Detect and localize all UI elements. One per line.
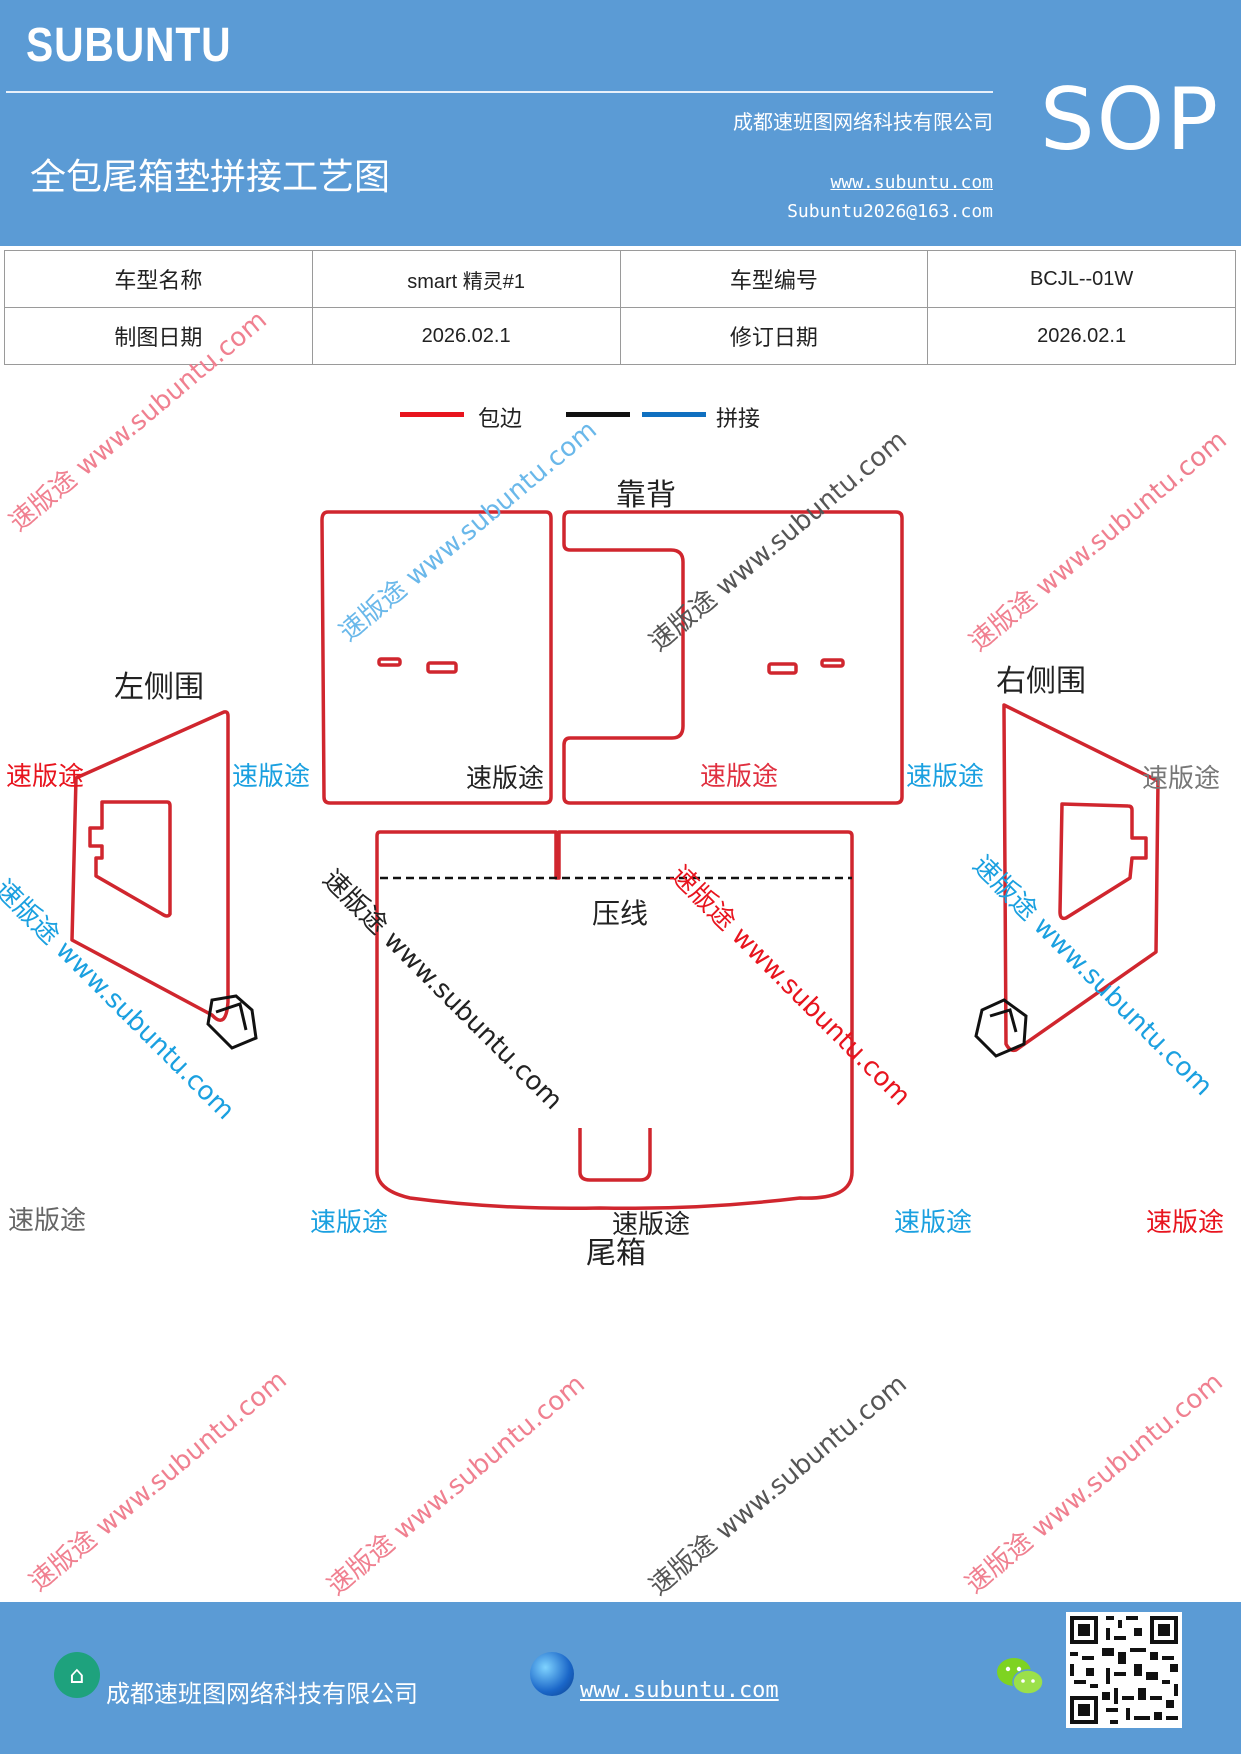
watermark-brand: 速版途 [310,1208,389,1238]
watermark-brand: 速版途 [466,764,545,794]
right-clip [974,998,1028,1058]
qr-code [1066,1612,1182,1728]
header-divider [6,91,993,93]
page-header: SUBUNTU SOP 全包尾箱垫拼接工艺图 成都速班图网络科技有限公司 www… [0,0,1241,246]
watermark-brand: 速版途 [232,762,311,792]
page-footer: ⌂ 成都速班图网络科技有限公司 www.subuntu.com [0,1602,1241,1754]
watermark-brand: 速版途 [894,1208,973,1238]
label-backrest: 靠背 [616,478,676,513]
legend: 包边 拼接 [400,403,800,439]
table-row: 车型名称 smart 精灵#1 车型编号 BCJL--01W [4,250,1236,308]
page-title: 全包尾箱垫拼接工艺图 [30,157,391,198]
watermark-brand: 速版途 [612,1210,691,1240]
footer-company: 成都速班图网络科技有限公司 [106,1680,418,1708]
watermark-brand: 速版途 [1142,764,1221,794]
left-clip [215,1002,248,1031]
revise-date-value: 2026.02.1 [927,307,1236,365]
watermark-brand: 速版途 [1146,1208,1225,1238]
legend-swatch-red [400,412,464,417]
doc-type: SOP [1040,70,1221,170]
label-left-side: 左侧围 [114,670,204,705]
legend-label-hemming: 包边 [478,407,523,432]
globe-icon [530,1652,574,1696]
home-icon: ⌂ [54,1652,100,1698]
legend-label-splice: 拼接 [716,407,761,432]
watermark-brand: 速版途 [700,762,779,792]
model-code-value: BCJL--01W [927,250,1236,308]
model-code-label: 车型编号 [619,250,929,308]
backrest-slot [767,662,798,675]
backrest-slot [377,657,402,667]
header-email: Subuntu2026@163.com [787,201,993,222]
draw-date-label: 制图日期 [4,307,313,365]
header-website-link[interactable]: www.subuntu.com [830,172,993,193]
left-side-cutout [88,800,172,918]
draw-date-value: 2026.02.1 [311,307,621,365]
watermark-brand: 速版途 [8,1206,87,1236]
table-row: 制图日期 2026.02.1 修订日期 2026.02.1 [4,307,1236,365]
wechat-icon [997,1658,1044,1695]
revise-date-label: 修订日期 [619,307,929,365]
legend-swatch-black [566,412,630,417]
model-name-value: smart 精灵#1 [311,250,621,308]
left-clip [206,994,258,1050]
backrest-right-panel [562,510,904,805]
legend-swatch-blue [642,412,706,417]
brand-logo-text: SUBUNTU [26,19,232,72]
trunk-notch [578,1128,652,1182]
footer-website-link[interactable]: www.subuntu.com [580,1678,779,1703]
backrest-slot [426,661,458,674]
trunk-mat [375,830,854,1211]
watermark-brand: 速版途 [6,762,85,792]
backrest-slot [820,658,845,668]
watermark-brand: 速版途 [906,762,985,792]
label-crease: 压线 [592,897,649,930]
header-company: 成都速班图网络科技有限公司 [733,110,993,134]
model-name-label: 车型名称 [4,250,313,308]
left-side-panel [70,710,230,1022]
label-right-side: 右侧围 [996,664,1086,699]
info-table: 车型名称 smart 精灵#1 车型编号 BCJL--01W 制图日期 2026… [4,250,1236,365]
label-trunk: 尾箱 [586,1236,646,1271]
right-side-cutout [1058,802,1148,921]
backrest-left-panel [320,510,553,805]
right-clip [989,1008,1018,1033]
